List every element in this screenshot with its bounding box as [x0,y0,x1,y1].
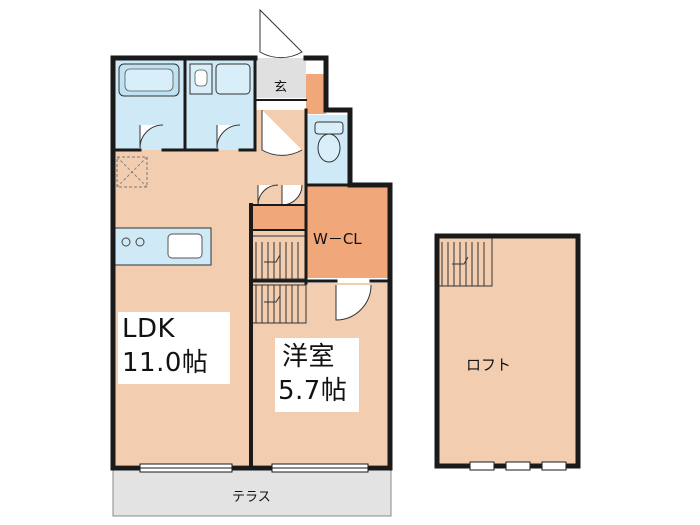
ldk-label-box [118,312,230,384]
toilet-tank [314,121,344,135]
shoebox [306,74,326,114]
loft-windows [469,461,567,471]
walls [110,55,393,471]
loft-stairs [436,235,493,287]
stove-burner [135,237,145,247]
loft-label: ロフト [466,356,512,374]
western-room-size: 5.7帖 [278,376,348,406]
door-swings [139,8,372,321]
ldk-size: 11.0帖 [122,348,209,378]
stairs [250,235,307,324]
kitchen-sink [167,233,203,259]
entrance-floor [255,58,306,98]
stove-burner [121,237,131,247]
ldk-floor [113,100,255,465]
wcl-floor [306,185,388,278]
ldk-label: LDK [122,314,176,344]
refrigerator-space [116,156,148,188]
windows [139,463,369,473]
entrance-label: 玄 [274,80,288,95]
western-room-label-box [275,338,359,412]
western-room-label: 洋室 [282,342,336,372]
terrace-area [112,469,392,517]
hall-closet [251,205,306,230]
terrace-label: テラス [232,490,271,505]
washing-machine [215,63,251,95]
toilet-bowl [317,133,341,163]
wcl-label: W－CL [313,230,362,248]
